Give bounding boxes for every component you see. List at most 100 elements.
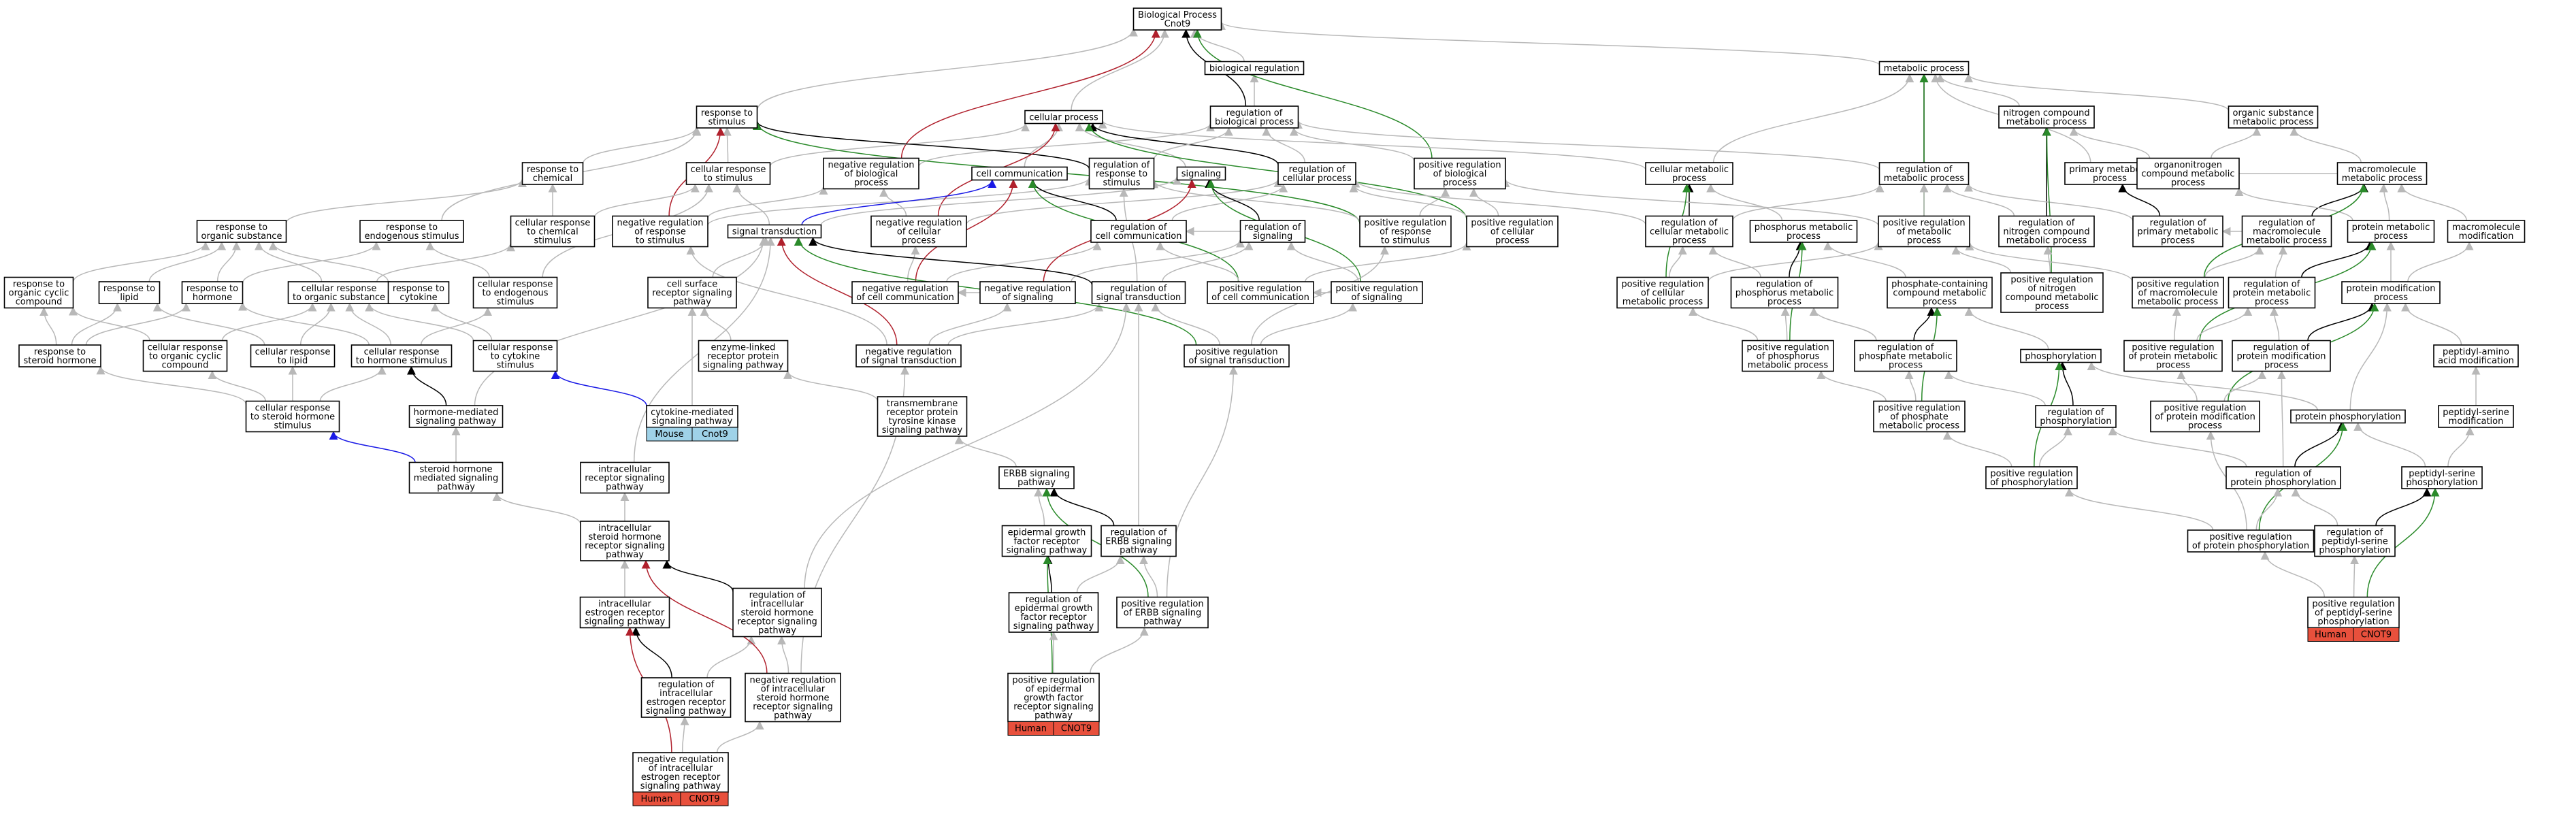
go-term-label: phosphorylation bbox=[2025, 352, 2096, 362]
edge-is-a bbox=[2397, 183, 2467, 221]
edge-is-a bbox=[1708, 246, 1761, 278]
edge-is-a bbox=[1090, 627, 1149, 674]
edge-occurs-in bbox=[329, 431, 416, 463]
go-term-label: phosphorylation bbox=[2319, 546, 2390, 556]
go-term-label: response to bbox=[103, 284, 155, 294]
edge-is-a bbox=[777, 636, 789, 674]
go-term-label: of phosphorylation bbox=[1990, 478, 2073, 488]
badge-label: Human bbox=[641, 794, 673, 804]
go-term-label: transmembrane bbox=[887, 399, 958, 409]
edge-is-a bbox=[2038, 426, 2072, 468]
edge-regulates bbox=[1049, 487, 1115, 526]
go-term-node: cell communication bbox=[971, 166, 1068, 181]
edge-is-a bbox=[1501, 178, 1879, 226]
edge-regulates bbox=[2375, 487, 2432, 526]
go-term-label: negative regulation bbox=[984, 284, 1071, 294]
edge-is-a bbox=[2255, 487, 2283, 531]
go-term-label: process bbox=[1923, 297, 1957, 308]
go-term-label: cellular response bbox=[478, 280, 553, 290]
go-term-label: protein modification bbox=[2236, 352, 2326, 362]
badge-label: CNOT9 bbox=[689, 794, 719, 804]
go-term-label: pathway bbox=[758, 626, 796, 636]
edge-is-a bbox=[1712, 73, 1914, 163]
go-term-label: pathway bbox=[606, 482, 644, 493]
edge-negatively-regulates bbox=[900, 29, 1160, 159]
go-term-label: positive regulation bbox=[2312, 600, 2394, 610]
go-term-label: process bbox=[2374, 231, 2408, 242]
go-term-label: protein phosphorylation bbox=[2295, 412, 2401, 423]
go-term-label: protein metabolic bbox=[2352, 223, 2430, 233]
go-term-label: signaling pathway bbox=[1007, 546, 1088, 556]
go-term-label: signaling pathway bbox=[585, 617, 666, 627]
go-term-label: organic substance bbox=[201, 231, 282, 242]
go-term-label: regulation of bbox=[2048, 408, 2104, 418]
go-term-label: to endogenous bbox=[482, 289, 548, 299]
edge-is-a bbox=[783, 370, 879, 402]
edge-occurs-in bbox=[801, 179, 997, 225]
go-term-label: to organic substance bbox=[293, 293, 385, 303]
edge-is-a bbox=[2291, 487, 2338, 526]
edge-is-a bbox=[85, 302, 191, 346]
edge-is-a bbox=[1469, 188, 1499, 216]
go-term-node: signal transduction bbox=[727, 224, 822, 239]
go-term-label: phosphorus metabolic bbox=[1755, 223, 1853, 233]
edge-is-a bbox=[1139, 555, 1158, 597]
go-term-label: signaling pathway bbox=[652, 416, 733, 427]
go-term-label: positive regulation bbox=[1990, 469, 2072, 479]
go-term-label: growth factor bbox=[1024, 693, 1083, 704]
edge-is-a bbox=[2172, 307, 2181, 341]
edge-is-a bbox=[1689, 307, 1759, 341]
go-term-label: of metabolic bbox=[1897, 227, 1952, 237]
go-term-label: of peptidyl-serine bbox=[2315, 608, 2392, 619]
edge-positively-regulates bbox=[1042, 487, 1149, 597]
edge-regulates bbox=[2294, 422, 2346, 468]
edge-is-a bbox=[2447, 426, 2475, 468]
go-term-label: of phosphate bbox=[1890, 412, 1948, 423]
go-term-label: process bbox=[2035, 301, 2069, 312]
edge-is-a bbox=[1076, 555, 1125, 593]
edge-negatively-regulates bbox=[777, 237, 898, 346]
go-term-label: cell surface bbox=[667, 280, 718, 290]
edge-is-a bbox=[1034, 487, 1045, 526]
go-term-label: of response bbox=[634, 227, 686, 237]
go-term-label: negative regulation bbox=[828, 161, 914, 171]
go-term-label: epidermal growth bbox=[1015, 604, 1093, 614]
go-term-label: positive regulation bbox=[1219, 284, 1301, 294]
mouse-badge: Cnot9 bbox=[691, 427, 738, 442]
badge-label: Cnot9 bbox=[702, 429, 728, 440]
go-term-label: mediated signaling bbox=[414, 474, 499, 484]
go-term-label: process bbox=[854, 178, 888, 188]
go-term-label: nitrogen compound bbox=[2003, 227, 2089, 237]
go-term-label: cellular process bbox=[1282, 174, 1352, 184]
go-term-label: of ERBB signaling bbox=[1124, 608, 1201, 619]
go-term-label: estrogen receptor bbox=[585, 608, 665, 619]
badge-label: CNOT9 bbox=[1061, 724, 1092, 734]
go-term-label: steroid hormone bbox=[588, 532, 661, 542]
go-term-node: regulation ofpeptidyl-serinephosphorylat… bbox=[2314, 525, 2396, 557]
edge-is-a bbox=[1156, 241, 1239, 282]
edge-is-a bbox=[706, 636, 756, 678]
go-term-label: regulation of bbox=[1289, 165, 1346, 175]
go-term-label: cellular response bbox=[255, 347, 331, 357]
go-term-label: protein phosphorylation bbox=[2230, 478, 2336, 488]
edge-regulates bbox=[1789, 241, 1805, 278]
